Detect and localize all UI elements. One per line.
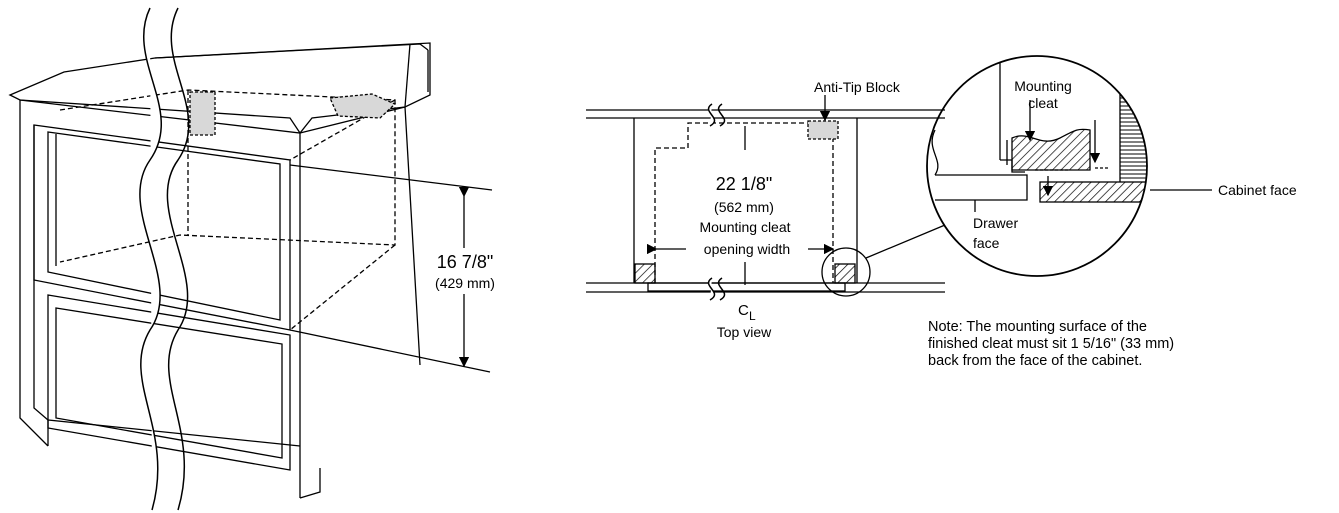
note-line-1: Note: The mounting surface of the: [928, 319, 1147, 335]
countertop: [8, 42, 431, 134]
cabinet-right-side: [299, 106, 421, 366]
height-dimension: 16 7/8": [437, 252, 493, 272]
cabinet-face-label: Cabinet face: [1218, 182, 1297, 198]
anti-tip-label: Anti-Tip Block: [814, 79, 901, 95]
cleat-label-line2: cleat: [1028, 95, 1058, 111]
top-view-caption: Top view: [717, 324, 772, 340]
width-dimension: 22 1/8": [716, 174, 772, 194]
height-metric: (429 mm): [435, 275, 495, 291]
centerline-l: L: [749, 309, 756, 323]
opening-label-line1: Mounting cleat: [699, 219, 790, 235]
opening-label-line2: opening width: [704, 241, 790, 257]
installation-note: Note: The mounting surface of the finish…: [928, 319, 1228, 370]
lower-door: [47, 294, 291, 471]
cabinet-left-side: [19, 100, 49, 447]
drawer-face-line1: Drawer: [973, 215, 1018, 231]
cabinet-drawing: [8, 7, 493, 511]
cleat-label-line1: Mounting: [1014, 78, 1072, 94]
centerline-c: C: [738, 302, 749, 319]
break-line: [139, 7, 162, 511]
top-view-drawing: [586, 95, 946, 301]
width-metric: (562 mm): [714, 199, 774, 215]
drawer-face-line2: face: [973, 235, 1000, 251]
note-line-2: finished cleat must sit 1 5/16" (33 mm): [928, 336, 1175, 352]
note-line-3: back from the face of the cabinet.: [928, 353, 1143, 369]
